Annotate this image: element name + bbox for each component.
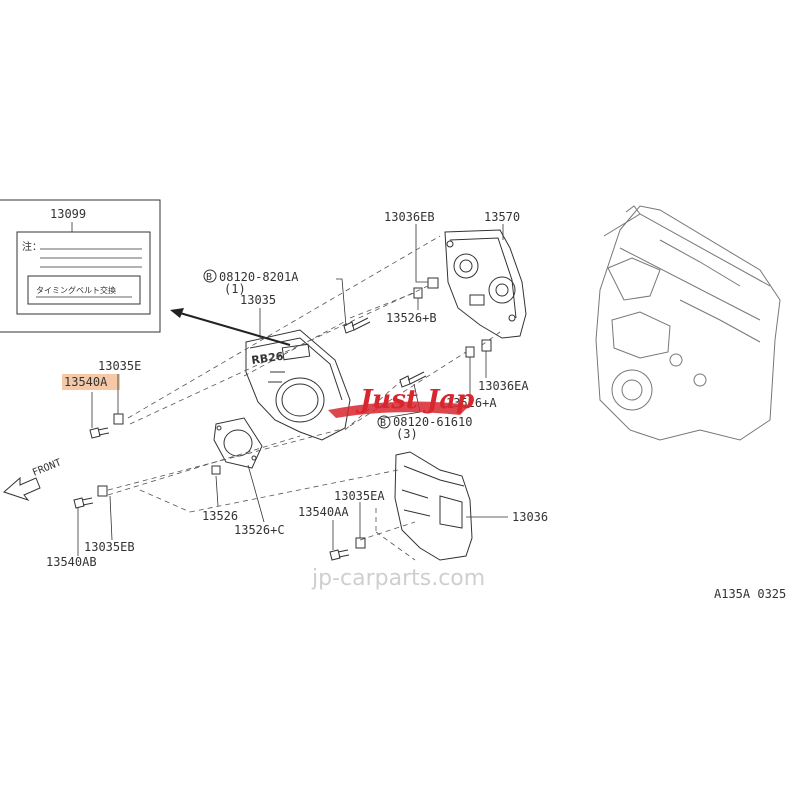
bolt2-code: 08120-61610 [393,415,472,429]
just-jap-logo: Just Jap [328,385,474,418]
front-direction-indicator: FRONT [3,457,63,502]
part-13540a-label: 13540A [64,375,108,389]
bolt-08120-61610 [399,371,427,388]
cover-marking: RB26 [251,350,285,367]
engine-block-reference [595,205,781,441]
part-13526b-label: 13526+B [386,311,437,325]
bolt2-qty: (3) [396,427,418,441]
part-13540aa-label: 13540AA [298,505,349,519]
label-card-heading: 注： [22,240,42,253]
b-symbol-icon [203,269,217,283]
bolt-08120-8201a [343,317,371,334]
part-13036eb-label: 13036EB [384,210,435,224]
bolt-13540ab [73,497,94,509]
bolt-13540a [89,427,110,439]
bolt1-code: 08120-8201A [219,270,299,284]
bolt-13540aa [329,549,350,561]
part-13035eb-label: 13035EB [84,540,135,554]
b-symbol-2: B [380,418,386,429]
timing-cover-13035: RB26 [245,329,351,441]
part-13099-label: 13099 [50,207,86,221]
arrow-head-icon [170,308,184,318]
b-symbol-icon-2 [377,415,391,429]
label-card-caption: タイミングベルト交換 [36,285,116,295]
bolt1-qty: (1) [224,282,246,296]
seal-plate-13526c [213,417,263,469]
lower-cover-13036 [394,451,473,561]
grommet-13036ea [481,339,492,352]
part-13035-label: 13035 [240,293,276,307]
grommet-13035eb [97,485,108,497]
b-symbol-1: B [206,272,212,283]
front-arrow-icon [3,476,41,502]
part-13035ea-label: 13035EA [334,489,385,503]
part-13036-label: 13036 [512,510,548,524]
grommet-13035ea [355,537,366,549]
diagram-code: A135A 0325 [714,587,786,601]
part-13570-label: 13570 [484,210,520,224]
front-label: FRONT [31,457,63,478]
part-13540ab-label: 13540AB [46,555,97,569]
label-card-13099: 注： タイミングベルト交換 [0,199,161,333]
grommet-13036eb [427,277,439,289]
grommet-13035e [113,413,124,425]
part-13036ea-label: 13036EA [478,379,529,393]
site-watermark: jp-carparts.com [311,566,485,591]
collar-13526b [413,287,423,299]
collar-13526a [465,346,475,358]
part-13526c-label: 13526+C [234,523,285,537]
part-13035e-label: 13035E [98,359,141,373]
label-location-arrow [179,312,291,346]
highlight-13540a [62,374,120,390]
cam-cover-13570 [444,229,527,339]
logo-text: Just Jap [355,385,474,415]
assembly-lines-lower [107,427,416,561]
part-13526-label: 13526 [202,509,238,523]
collar-13526 [211,465,221,475]
